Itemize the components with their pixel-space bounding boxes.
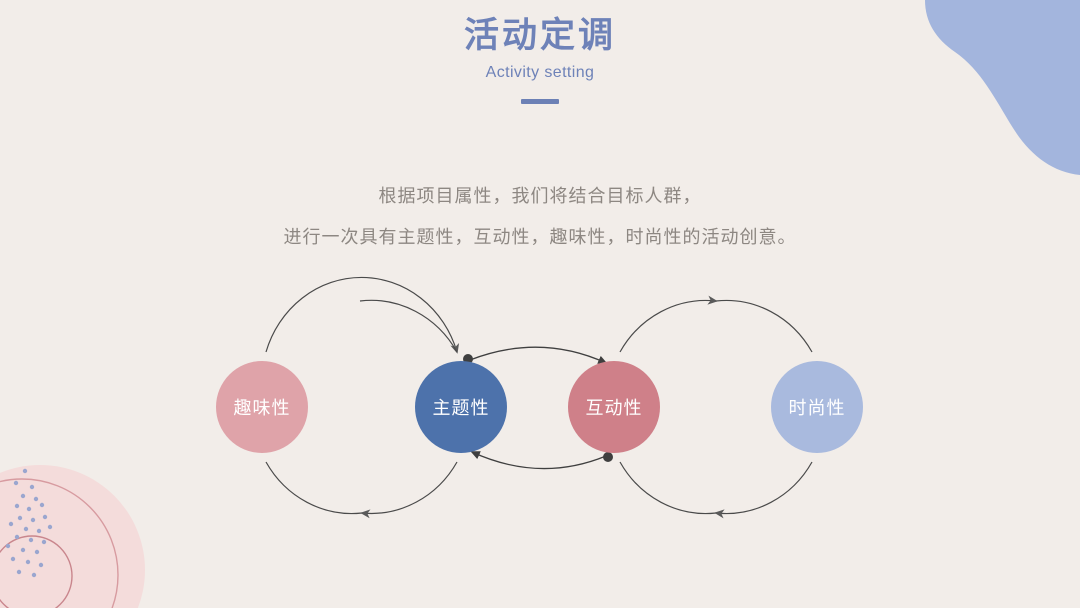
node-fashion[interactable]: 时尚性 — [771, 361, 863, 453]
node-interaction[interactable]: 互动性 — [568, 361, 660, 453]
page-title: 活动定调 — [463, 16, 616, 55]
theme-to-interaction-arc — [469, 346, 608, 364]
right-loop-top-arc-cont — [715, 299, 813, 353]
body-line-1: 根据项目属性，我们将结合目标人群， — [378, 186, 702, 206]
node-fun[interactable]: 趣味性 — [216, 361, 308, 453]
slide-header: 活动定调 Activity setting — [0, 14, 1080, 104]
right-loop-bottom-arc-cont — [619, 461, 717, 515]
node-theme[interactable]: 主题性 — [415, 361, 507, 453]
interaction-connector-dot — [603, 452, 613, 462]
interaction-to-theme-arc — [470, 451, 607, 470]
node-interaction-label: 互动性 — [585, 398, 643, 418]
title-underline-rule — [521, 98, 559, 104]
left-loop-top-arc — [265, 276, 460, 354]
right-loop-bottom-arc — [714, 461, 813, 519]
left-loop-bottom-arc-cont — [265, 461, 363, 515]
interaction-to-theme-connector — [470, 451, 613, 470]
left-loop-top-arc-cont — [359, 299, 458, 353]
left-loop — [265, 276, 460, 519]
right-loop — [619, 295, 813, 519]
body-copy: 根据项目属性，我们将结合目标人群， 进行一次具有主题性，互动性，趣味性，时尚性的… — [0, 176, 1080, 258]
node-fashion-label: 时尚性 — [788, 398, 846, 418]
body-line-2: 进行一次具有主题性，互动性，趣味性，时尚性的活动创意。 — [283, 227, 797, 247]
node-theme-label: 主题性 — [432, 398, 490, 418]
theme-to-interaction-connector — [463, 346, 608, 364]
node-fun-label: 趣味性 — [233, 398, 291, 418]
left-loop-bottom-arc — [360, 461, 458, 519]
right-loop-top-arc — [619, 295, 718, 353]
page-subtitle: Activity setting — [485, 63, 595, 81]
